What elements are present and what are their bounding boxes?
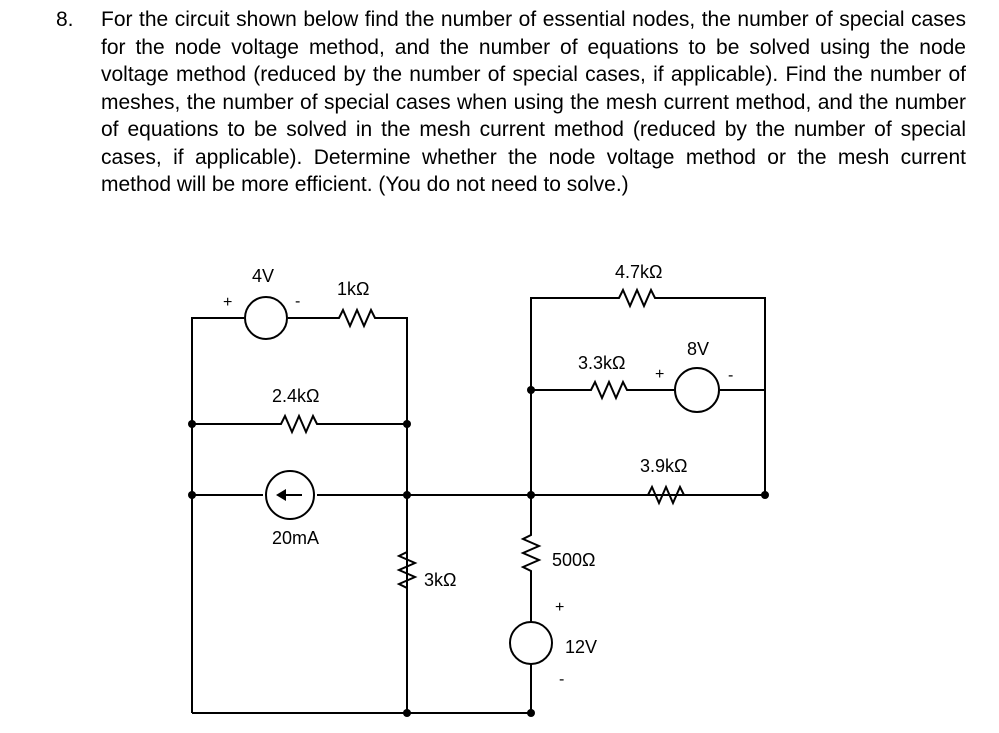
sign-12v-minus: - — [559, 671, 564, 688]
right-wires — [530, 297, 766, 713]
label-4-7k: 4.7kΩ — [615, 262, 662, 282]
sign-4v-plus: + — [223, 294, 232, 311]
resistor-3-9k — [640, 484, 690, 506]
label-12v: 12V — [565, 637, 597, 657]
label-4v: 4V — [252, 266, 274, 286]
label-1k: 1kΩ — [337, 279, 369, 299]
problem-statement: 8. For the circuit shown below find the … — [56, 6, 966, 199]
voltage-source-12v — [509, 621, 553, 665]
label-8v: 8V — [687, 339, 709, 359]
resistor-2-4k — [268, 413, 330, 435]
question-number: 8. — [56, 8, 74, 31]
arrow-left-icon — [276, 489, 286, 501]
resistor-1k — [330, 307, 380, 329]
label-2-4k: 2.4kΩ — [272, 386, 319, 406]
current-source-20ma — [265, 470, 315, 520]
resistor-4-7k — [590, 287, 690, 309]
voltage-source-8v — [674, 367, 720, 413]
resistor-3-3k — [584, 379, 634, 401]
label-3k: 3kΩ — [424, 570, 456, 590]
label-500: 500Ω — [552, 550, 596, 570]
sign-8v-minus: - — [728, 367, 733, 384]
label-3-3k: 3.3kΩ — [578, 353, 625, 373]
sign-4v-minus: - — [295, 293, 300, 310]
junction-dots — [188, 386, 769, 717]
sign-8v-plus: + — [655, 366, 664, 383]
resistor-3k — [396, 548, 418, 592]
resistor-500 — [520, 527, 542, 591]
question-text: For the circuit shown below find the num… — [101, 8, 966, 196]
label-20ma: 20mA — [272, 528, 319, 548]
voltage-source-4v — [244, 296, 288, 340]
sign-12v-plus: + — [555, 599, 564, 616]
label-3-9k: 3.9kΩ — [640, 456, 687, 476]
